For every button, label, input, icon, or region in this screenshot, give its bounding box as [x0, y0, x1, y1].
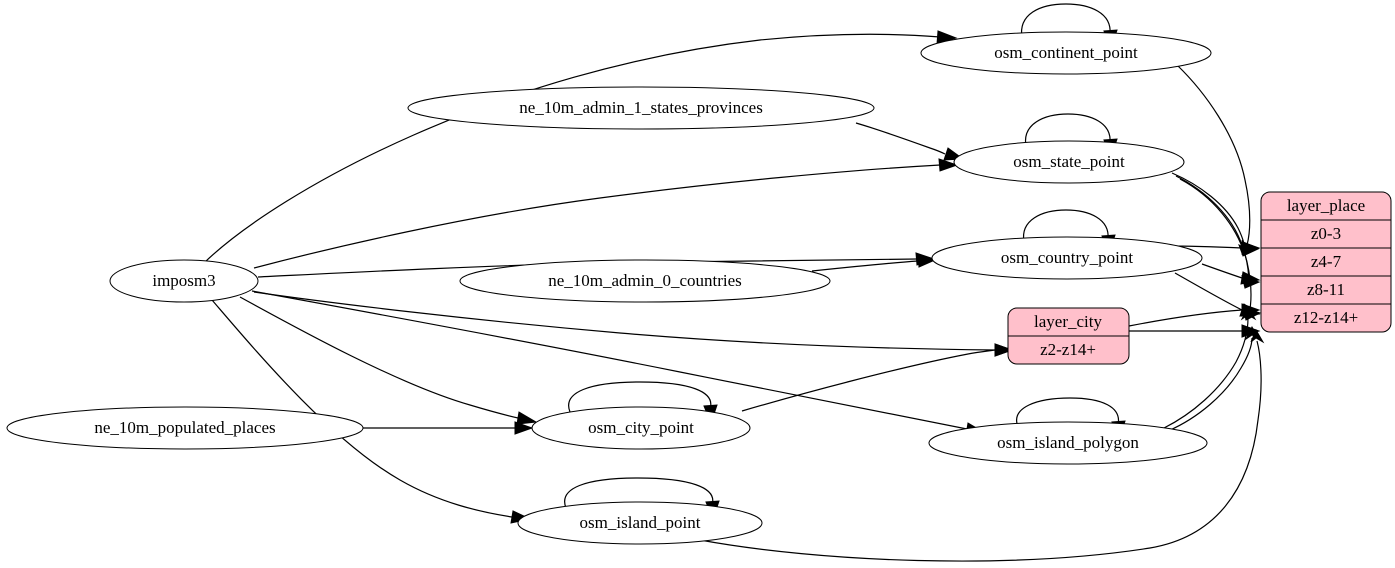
edge-osm-city-point-to-layer-city: [741, 349, 996, 412]
node-ne-10m-admin-0-countries[interactable]: ne_10m_admin_0_countries: [459, 259, 831, 303]
edge-ne-states-to-osm-state-point: [855, 122, 946, 155]
record-layer-place[interactable]: layer_place z0-3 z4-7 z8-11 z12-z14+: [1260, 191, 1392, 333]
node-osm-city-point[interactable]: osm_city_point: [531, 406, 751, 450]
node-imposm3-label: imposm3: [152, 271, 215, 290]
node-osm-country-point-shape[interactable]: [931, 236, 1203, 280]
node-ne-populated-shape[interactable]: [6, 406, 364, 450]
node-osm-continent-point-label: osm_continent_point: [994, 43, 1138, 62]
node-ne-countries-label: ne_10m_admin_0_countries: [548, 271, 742, 290]
node-ne-countries-shape[interactable]: [459, 259, 831, 303]
arrowhead-country-z0-3: [1241, 241, 1261, 255]
edge-osm-country-point-to-layer-place-z4-7: [1201, 263, 1243, 279]
edge-osm-island-polygon-to-layer-place-z12-z14: [1167, 337, 1253, 432]
selfloop-osm-city-point: [568, 381, 712, 413]
arrowhead-ne-populated-osm-city-point: [514, 421, 534, 435]
node-osm-island-point-shape[interactable]: [517, 501, 763, 545]
arrowhead-imposm3-osm-city-point: [516, 411, 538, 425]
node-osm-state-point-label: osm_state_point: [1013, 152, 1125, 171]
node-osm-island-point-label: osm_island_point: [580, 513, 701, 532]
arrowhead-city-layer-city: [994, 343, 1014, 357]
record-layer-city[interactable]: layer_city z2-z14+: [1007, 307, 1130, 365]
edge-osm-state-point-to-layer-place-z12-z14: [1179, 178, 1252, 314]
edge-layer-city-to-layer-place-z8-11: [1128, 309, 1243, 327]
node-ne-10m-admin-1-states-provinces[interactable]: ne_10m_admin_1_states_provinces: [407, 86, 875, 130]
record-layer-place-row-z4-7[interactable]: z4-7: [1311, 252, 1342, 271]
selfloop-osm-island-point: [564, 477, 714, 509]
node-osm-country-point-label: osm_country_point: [1001, 248, 1133, 267]
edge-osm-state-point-to-layer-place-z4-7: [1171, 172, 1246, 251]
record-layer-place-box[interactable]: [1260, 191, 1392, 333]
arrowhead-imposm3-osm-state-point: [938, 158, 959, 172]
node-ne-states-label: ne_10m_admin_1_states_provinces: [519, 98, 763, 117]
node-osm-island-point[interactable]: osm_island_point: [517, 501, 763, 545]
edge-imposm3-to-layer-city: [253, 291, 996, 351]
edge-imposm3-to-osm-city-point: [239, 296, 519, 419]
node-osm-state-point-shape[interactable]: [953, 140, 1185, 184]
edge-osm-island-point-to-layer-place-z12-z14: [699, 340, 1262, 562]
selfloop-osm-state-point: [1024, 113, 1111, 147]
edge-osm-island-polygon-to-layer-place-z8-11: [1163, 317, 1249, 429]
node-osm-island-polygon-label: osm_island_polygon: [997, 433, 1139, 452]
selfloop-osm-island-polygon: [1016, 397, 1120, 428]
record-layer-place-row-z8-11[interactable]: z8-11: [1307, 280, 1345, 299]
selfloop-osm-country-point: [1022, 209, 1109, 243]
node-osm-country-point[interactable]: osm_country_point: [931, 236, 1203, 280]
arrowhead-country-z4-7: [1240, 271, 1261, 285]
node-ne-populated-label: ne_10m_populated_places: [94, 418, 275, 437]
node-ne-states-shape[interactable]: [407, 86, 875, 130]
node-osm-city-point-label: osm_city_point: [588, 418, 694, 437]
node-osm-state-point[interactable]: osm_state_point: [953, 140, 1185, 184]
edge-ne-countries-to-osm-country-point: [811, 260, 919, 272]
node-osm-continent-point[interactable]: osm_continent_point: [920, 31, 1212, 75]
node-imposm3[interactable]: imposm3: [109, 259, 259, 303]
arrowhead-island-point-z12-z14: [1250, 328, 1265, 344]
node-osm-island-polygon[interactable]: osm_island_polygon: [928, 421, 1208, 465]
node-imposm3-shape[interactable]: [109, 259, 259, 303]
node-layer: imposm3 ne_10m_admin_1_states_provinces …: [6, 31, 1212, 545]
node-osm-continent-point-shape[interactable]: [920, 31, 1212, 75]
record-layer-place-row-z12-z14[interactable]: z12-z14+: [1294, 308, 1358, 327]
record-layer-place-row-z0-3[interactable]: z0-3: [1311, 224, 1341, 243]
edge-imposm3-to-osm-continent-point: [204, 33, 941, 263]
edge-imposm3-to-osm-island-point: [211, 299, 513, 518]
node-ne-10m-populated-places[interactable]: ne_10m_populated_places: [6, 406, 364, 450]
record-layer-place-header: layer_place: [1287, 196, 1365, 215]
edge-imposm3-to-osm-state-point: [253, 164, 941, 269]
record-layer: layer_place z0-3 z4-7 z8-11 z12-z14+ lay…: [1007, 191, 1392, 365]
node-osm-city-point-shape[interactable]: [531, 406, 751, 450]
arrowhead-ne-countries-osm-country-point: [917, 254, 937, 268]
selfloop-osm-continent-point: [1021, 3, 1111, 39]
edge-imposm3-to-osm-island-polygon: [251, 290, 968, 430]
node-osm-island-polygon-shape[interactable]: [928, 421, 1208, 465]
record-layer-city-row-z2-z14[interactable]: z2-z14+: [1040, 340, 1096, 359]
edge-osm-continent-point-to-layer-place-z0-3: [1176, 64, 1251, 246]
record-layer-city-header: layer_city: [1034, 312, 1102, 331]
arrowhead-island-polygon-z8-11: [1240, 305, 1257, 321]
edge-osm-country-point-to-layer-place-z8-11: [1174, 272, 1243, 311]
